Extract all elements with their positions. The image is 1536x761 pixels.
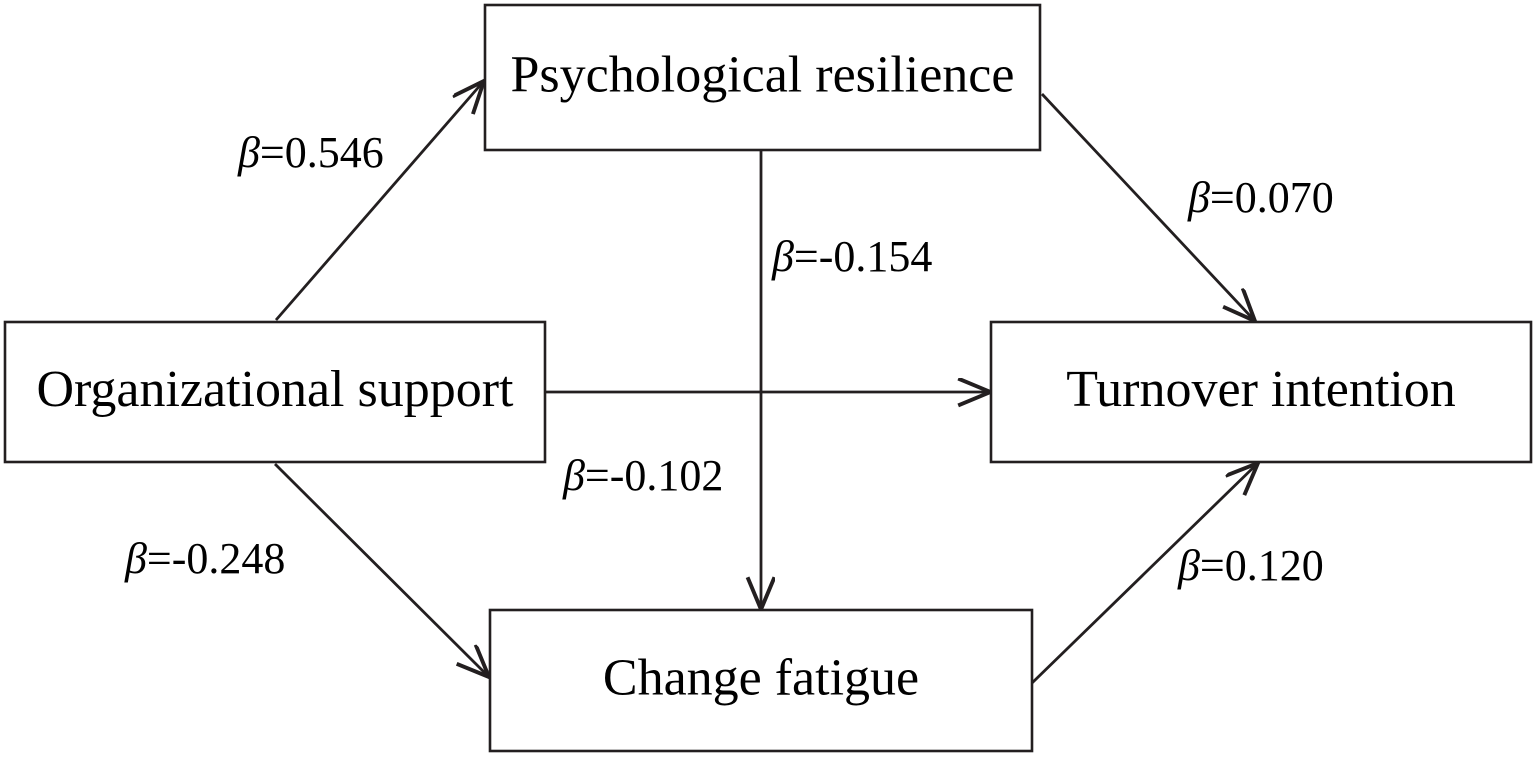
node-label-organizational-support: Organizational support — [36, 361, 514, 418]
coefficient-value: 0.546 — [285, 128, 384, 177]
coefficient-value: -0.248 — [172, 534, 286, 583]
path-arrow-os-to-cf — [274, 463, 488, 676]
path-arrow-os-to-pr — [274, 82, 483, 321]
coefficient-value: 0.070 — [1235, 173, 1334, 222]
beta-symbol: β — [1187, 173, 1210, 222]
path-arrow-pr-to-ti — [1040, 93, 1254, 320]
node-box-turnover-intention — [989, 320, 1533, 464]
beta-symbol: β — [124, 534, 147, 583]
edge-label-os-to-ti: β=-0.102 — [562, 451, 723, 500]
edge-label-cf-to-ti: β=0.120 — [1177, 541, 1324, 590]
edge-label-os-to-pr: β=0.546 — [237, 128, 384, 177]
edge-label-pr-to-ti: β=0.070 — [1187, 173, 1334, 222]
coefficient-value: -0.102 — [610, 451, 724, 500]
beta-symbol: β — [562, 451, 585, 500]
equals-sign: = — [794, 232, 819, 281]
node-label-turnover-intention: Turnover intention — [1066, 361, 1456, 418]
beta-symbol: β — [237, 128, 260, 177]
arrow-line — [274, 82, 483, 321]
beta-symbol: β — [771, 232, 794, 281]
node-label-change-fatigue: Change fatigue — [603, 649, 919, 706]
node-label-psychological-resilience: Psychological resilience — [511, 46, 1015, 103]
coefficient-value: 0.120 — [1225, 541, 1324, 590]
node-change-fatigue[interactable]: Change fatigue — [488, 608, 1034, 753]
arrow-line — [274, 463, 488, 676]
equals-sign: = — [147, 534, 172, 583]
coefficient-value: -0.154 — [819, 232, 933, 281]
arrow-line — [1040, 93, 1254, 320]
equals-sign: = — [1210, 173, 1235, 222]
arrow-line — [1031, 464, 1257, 685]
beta-symbol: β — [1177, 541, 1200, 590]
edges-layer — [274, 82, 1257, 685]
node-box-organizational-support — [3, 320, 547, 464]
equals-sign: = — [585, 451, 610, 500]
edge-label-pr-to-cf: β=-0.154 — [771, 232, 932, 281]
node-box-psychological-resilience — [483, 3, 1042, 152]
node-box-change-fatigue — [488, 608, 1034, 753]
equals-sign: = — [1200, 541, 1225, 590]
node-psychological-resilience[interactable]: Psychological resilience — [483, 3, 1042, 152]
edge-label-os-to-cf: β=-0.248 — [124, 534, 285, 583]
node-turnover-intention[interactable]: Turnover intention — [989, 320, 1533, 464]
path-arrow-cf-to-ti — [1031, 464, 1257, 685]
node-organizational-support[interactable]: Organizational support — [3, 320, 547, 464]
equals-sign: = — [260, 128, 285, 177]
